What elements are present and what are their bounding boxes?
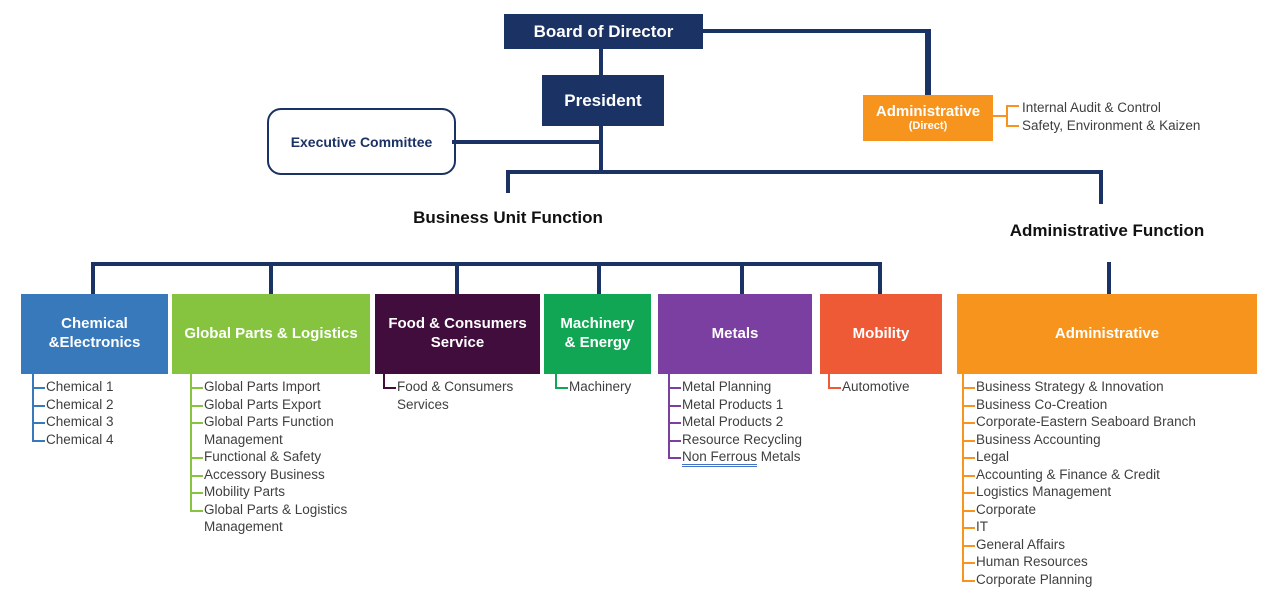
list-item: Human Resources xyxy=(952,550,1274,571)
underlined-text: Non Ferrous xyxy=(682,449,758,467)
board-of-director-label: Board of Director xyxy=(533,21,674,41)
administrative-direct-subtitle: (Direct) xyxy=(908,120,948,133)
connector-drop-metals xyxy=(740,266,744,294)
list-item: Business Co-Creation xyxy=(952,392,1274,414)
board-of-director-box: Board of Director xyxy=(504,14,703,49)
connector-president-down xyxy=(599,126,603,172)
list-item: Corporate-Eastern Seaboard Branch xyxy=(952,410,1274,431)
administrative-direct-title: Administrative xyxy=(875,102,981,120)
list-item: Mobility Parts xyxy=(180,480,352,501)
list-item: Food & Consumers Services xyxy=(373,374,523,413)
list-item: Accessory Business xyxy=(180,462,352,484)
list-item: Logistics Management xyxy=(952,480,1274,501)
list-item: IT xyxy=(952,515,1274,536)
direct-bracket-tick-top xyxy=(1006,105,1019,107)
direct-item: Internal Audit & Control xyxy=(1022,100,1161,115)
unit-box-chemical: Chemical &Electronics xyxy=(21,294,168,374)
list-item: Accounting & Finance & Credit xyxy=(952,462,1274,484)
list-item: General Affairs xyxy=(952,532,1274,554)
president-label: President xyxy=(564,90,642,110)
connector-drop-global-parts xyxy=(269,266,273,294)
unit-box-food: Food & Consumers Service xyxy=(375,294,540,374)
connector-drop-machinery xyxy=(597,266,601,294)
unit-box-metals: Metals xyxy=(658,294,812,374)
unit-list-mobility: Automotive xyxy=(818,374,958,396)
list-item: Functional & Safety xyxy=(180,445,352,466)
administrative-function-label: Administrative Function xyxy=(1009,221,1205,240)
list-item: Machinery xyxy=(545,374,685,396)
executive-committee-label: Executive Committee xyxy=(290,133,433,150)
unit-box-administrative: Administrative xyxy=(957,294,1257,374)
list-item: Non Ferrous Metals xyxy=(658,445,833,467)
unit-list-food: Food & Consumers Services xyxy=(373,374,523,413)
connector-admin-function-drop xyxy=(1099,174,1103,204)
list-item: Global Parts Function Management xyxy=(180,410,352,448)
unit-box-machinery: Machinery & Energy xyxy=(544,294,651,374)
executive-committee-box: Executive Committee xyxy=(267,108,456,175)
direct-bracket-stem xyxy=(993,115,1008,117)
connector-board-right xyxy=(703,29,929,33)
administrative-direct-box: Administrative (Direct) xyxy=(863,95,993,141)
direct-item: Safety, Environment & Kaizen xyxy=(1022,118,1201,133)
connector-drop-chemical xyxy=(91,266,95,294)
connector-drop-food xyxy=(455,266,459,294)
direct-bracket-tick-bottom xyxy=(1006,125,1019,127)
president-box: President xyxy=(542,75,664,126)
list-item: Corporate Planning xyxy=(952,567,1274,589)
list-item: Business Strategy & Innovation xyxy=(952,374,1274,396)
unit-list-machinery: Machinery xyxy=(545,374,685,396)
connector-business-bus xyxy=(91,262,882,266)
list-item: Metal Products 1 xyxy=(658,392,833,414)
connector-admin-box-drop xyxy=(1107,262,1111,294)
list-item: Resource Recycling xyxy=(658,427,833,449)
unit-box-global-parts: Global Parts & Logistics xyxy=(172,294,370,374)
unit-box-mobility: Mobility xyxy=(820,294,942,374)
list-item: Metal Planning xyxy=(658,374,833,396)
list-item: Automotive xyxy=(818,374,958,396)
connector-board-president xyxy=(599,49,603,76)
connector-business-unit-drop xyxy=(506,174,510,193)
connector-main-horizontal xyxy=(506,170,1103,174)
connector-drop-mobility xyxy=(878,266,882,294)
list-item: Metal Products 2 xyxy=(658,410,833,431)
connector-executive-committee xyxy=(452,140,600,144)
list-item: Chemical 3 xyxy=(22,410,157,431)
list-item: Chemical 2 xyxy=(22,392,157,414)
list-item: Global Parts & Logistics Management xyxy=(180,497,352,536)
connector-admin-direct-drop xyxy=(925,29,931,95)
list-item: Corporate xyxy=(952,497,1274,519)
direct-bracket-vertical xyxy=(1006,105,1008,127)
list-item: Global Parts Export xyxy=(180,392,352,414)
list-item: Chemical 1 xyxy=(22,374,157,396)
list-item: Business Accounting xyxy=(952,427,1274,449)
list-item: Global Parts Import xyxy=(180,374,352,396)
business-unit-function-label: Business Unit Function xyxy=(413,208,603,227)
list-item: Chemical 4 xyxy=(22,427,157,449)
list-item: Legal xyxy=(952,445,1274,466)
